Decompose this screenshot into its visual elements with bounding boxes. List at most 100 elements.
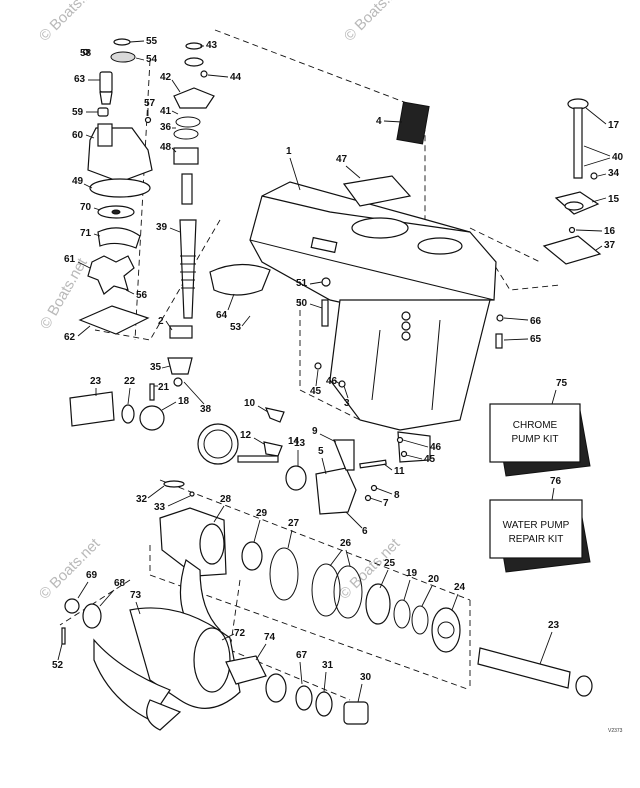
water-pump-kit-box: WATER PUMP REPAIR KIT 76 [489,476,591,573]
callout-37: 37 [604,240,616,251]
leader-line [93,207,101,211]
leader-line [383,463,393,471]
watermark: © Boats.net [36,535,104,603]
callout-71: 71 [80,228,92,239]
water-pump-assembly [78,38,153,335]
leader-line [241,315,251,327]
guide-line [299,300,361,421]
leader-line [323,671,327,693]
callout-54: 54 [146,54,158,65]
leader-line [171,147,177,153]
gear-set [69,357,239,465]
leader-line [403,579,411,601]
callout-58: 58 [80,48,92,59]
guide-line [149,574,471,691]
leader-line [127,387,131,405]
callout-56: 56 [136,290,148,301]
leader-line [551,389,557,405]
leader-line [161,365,171,369]
leader-line [575,229,603,232]
leader-line [319,433,337,443]
guide-line [59,579,131,626]
leader-line [183,381,205,405]
leader-line [85,134,95,139]
callout-39: 39 [156,222,168,233]
callout-11: 11 [394,466,405,477]
callout-9: 9 [312,426,318,437]
callout-75: 75 [556,378,568,389]
callout-52: 52 [52,660,64,671]
leader-line [503,317,529,321]
callout-34: 34 [608,168,620,179]
leader-line [345,165,361,179]
callout-22: 22 [124,376,136,387]
watermark: © Boats.net [36,0,104,45]
drawing-code: V2373 [608,728,623,734]
leader-line [165,320,173,331]
leader-line [57,643,63,661]
callout-45b: 45 [424,454,436,465]
leader-line [221,633,235,641]
callout-6: 6 [362,526,368,537]
leader-line [345,511,363,529]
callout-61: 61 [64,254,76,265]
callout-28: 28 [220,494,232,505]
callout-43: 43 [206,40,218,51]
leader-line [321,457,327,475]
leader-line [585,107,607,125]
guide-line [159,479,471,601]
leader-line [99,589,115,607]
callout-17: 17 [608,120,620,131]
callout-50: 50 [296,298,308,309]
gearcase-housing [249,181,497,463]
leader-line [255,643,267,661]
leader-line [125,289,135,295]
callout-23: 23 [90,376,102,387]
chrome-kit-line1: CHROME [513,420,558,431]
leader-line [129,40,145,43]
leader-line [161,401,177,411]
leader-line [597,173,607,177]
leader-line [551,487,555,501]
watermark: © Boats.net [341,0,409,45]
leader-line [503,338,529,341]
callout-55: 55 [146,36,158,47]
callout-65: 65 [530,334,542,345]
callout-3: 3 [344,398,350,409]
callout-73: 73 [130,590,142,601]
leader-line [402,439,429,448]
callout-45: 45 [310,386,322,397]
shift-components [237,407,408,515]
leader-line [213,505,225,523]
leader-line [287,529,293,549]
callout-30: 30 [360,672,372,683]
callout-63: 63 [74,74,86,85]
leader-line [583,157,611,167]
leader-line [369,497,383,503]
leader-line [77,581,89,599]
leader-line [135,57,145,61]
part-callouts: 1 2 3 4 5 6 7 8 9 10 11 12 13 14 15 16 1… [52,36,624,703]
callout-10: 10 [244,398,256,409]
leader-line [343,385,349,399]
leader-line [77,261,91,269]
callout-62: 62 [64,332,76,343]
callout-15: 15 [608,194,620,205]
leader-line [171,79,181,93]
leader-line [299,661,303,685]
callout-38: 38 [200,404,212,415]
callout-40: 40 [612,152,624,163]
callout-13: 13 [294,438,306,449]
leader-line [169,227,181,233]
leader-line [257,405,269,413]
leader-line [83,183,93,189]
callout-12: 12 [240,430,252,441]
leader-line [77,325,91,337]
leader-line [309,281,323,285]
leader-line [167,495,191,507]
callout-5: 5 [318,446,324,457]
leader-line [379,569,389,589]
leader-line [345,549,351,567]
callout-42: 42 [160,72,172,83]
